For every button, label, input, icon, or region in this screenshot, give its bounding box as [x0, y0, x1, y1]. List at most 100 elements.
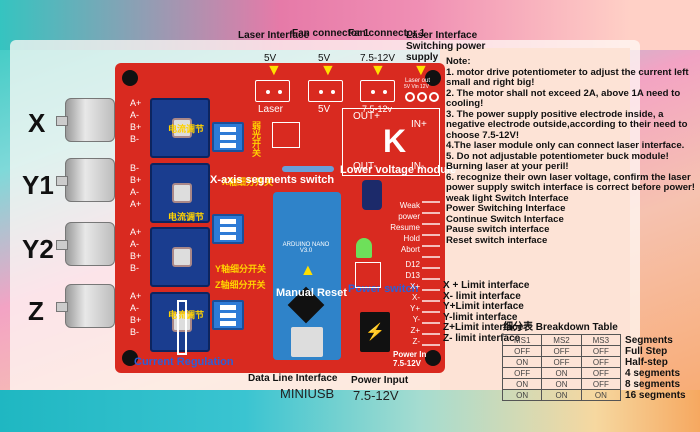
pin-label: B+ — [130, 251, 142, 261]
arrow-icon: ▼ — [370, 62, 386, 79]
driver-pins-y1: B-B+A-A+ — [130, 162, 148, 210]
fan-5v-connector — [308, 80, 343, 102]
pin-label: A- — [130, 110, 139, 120]
pin-label: X+ — [409, 282, 420, 291]
pcb-label-laser: Laser — [258, 104, 284, 115]
arrow-icon: ▼ — [266, 62, 282, 79]
stepper-motor-y2 — [56, 222, 115, 266]
driver-pins-x: A+A-B+B- — [130, 97, 148, 145]
mount-hole — [122, 70, 138, 86]
pcb-label-laser-out: Laser out — [405, 78, 431, 84]
note-line: Note: — [446, 56, 471, 67]
label-miniusb: MINIUSB — [280, 386, 335, 401]
note-line: weak light Switch Interface — [446, 192, 569, 204]
note-line: Power Switching Interface — [446, 203, 566, 214]
table-cell: ON — [541, 389, 582, 401]
stepper-motor-y1 — [56, 158, 115, 202]
white-arrow-icon — [177, 300, 187, 355]
pcb-label-in-minus: IN- — [411, 161, 425, 172]
resistor — [282, 166, 334, 172]
stepper-motor-z — [56, 284, 115, 328]
dip-switch-x[interactable] — [212, 122, 244, 152]
label-z-seg-cn: Z轴细分开关 — [215, 280, 266, 290]
pin-label: A+ — [130, 227, 142, 237]
pin-label: B- — [130, 134, 139, 144]
label-fan1: Fan connector 1 — [292, 28, 370, 39]
pin-label: Z- — [412, 337, 420, 346]
pin-label: A- — [130, 239, 139, 249]
table-cell: OFF — [501, 367, 543, 379]
mount-hole — [425, 70, 441, 86]
laser-out-pin — [417, 92, 427, 102]
label-current-adjust-cn: 电流调节 — [168, 212, 205, 222]
table-cell: OFF — [580, 356, 622, 368]
pin-label: D13 — [405, 271, 420, 280]
capacitor — [362, 180, 382, 210]
breakdown-title: 细分表 Breakdown Table — [503, 322, 618, 333]
note-line: Pause switch interface — [446, 224, 550, 235]
pin-label: A+ — [130, 291, 142, 301]
pin-label: B+ — [130, 175, 142, 185]
pin-label: B- — [130, 263, 139, 273]
power-switch-header[interactable] — [355, 262, 381, 288]
notes-panel: Note: 1. motor drive potentiometer to ad… — [446, 56, 698, 246]
table-cell: OFF — [580, 345, 622, 357]
mount-hole — [122, 350, 138, 366]
dip-switch-z[interactable] — [212, 300, 244, 330]
driver-module-y1 — [150, 163, 210, 223]
label-x-seg: X-axis segments switch — [210, 174, 335, 186]
driver-module-x — [150, 98, 210, 158]
table-cell: ON — [580, 389, 622, 401]
motor-label-z: Z — [28, 296, 44, 326]
pin-header — [422, 200, 440, 350]
limit-label: Y-limit interface — [443, 311, 518, 323]
pin-label: B- — [130, 327, 139, 337]
pin-label: Abort — [400, 245, 420, 254]
pin-label: A- — [130, 303, 139, 313]
label-fan2-voltage: 7.5-12V — [360, 53, 396, 64]
motor-label-x: X — [28, 108, 46, 138]
pcb-label-5v: 5V — [318, 104, 331, 115]
pin-label: D12 — [405, 260, 420, 269]
power-jack[interactable]: ⚡ — [360, 312, 390, 352]
green-led — [356, 238, 372, 258]
table-cell: Half-step — [625, 356, 668, 368]
laser-connector — [255, 80, 290, 102]
pin-label: A+ — [130, 199, 142, 209]
label-laser-switch: Laser Interface Switching power supply — [406, 30, 486, 63]
limit-label: Z- limit interface — [443, 332, 521, 344]
pcb-label-in-plus: IN+ — [411, 119, 427, 130]
label-fan1-voltage: 5V — [318, 53, 331, 64]
arduino-nano: ARDUINO NANO V3.0 — [273, 192, 341, 360]
label-x-seg-cn: X轴细分开关 — [222, 177, 274, 187]
table-cell: 8 segments — [625, 378, 681, 390]
right-pin-labels: Weak power Resume Hold Abort D12 D13 X+ … — [388, 200, 420, 347]
label-power-input: Power Input — [351, 375, 409, 386]
pin-label: A+ — [130, 98, 142, 108]
label-manual-reset: Manual Reset — [276, 287, 347, 299]
limit-label: X- limit interface — [443, 290, 521, 302]
pin-label: Resume — [390, 223, 420, 232]
label-data-line: Data Line Interface — [248, 373, 338, 384]
note-line: 1. motor drive potentiometer to adjust t… — [446, 66, 689, 88]
fan-12v-connector — [360, 80, 395, 102]
table-cell: OFF — [501, 345, 543, 357]
arrow-icon: ▼ — [413, 62, 429, 79]
driver-pins-z: A+A-B+B- — [130, 290, 148, 338]
table-cell: 4 segments — [625, 367, 681, 379]
table-cell: ON — [541, 378, 582, 390]
label-lower-voltage: Lower voltage module — [340, 164, 457, 176]
dip-switch-y[interactable] — [212, 214, 244, 244]
miniusb-port[interactable] — [291, 327, 323, 357]
lower-voltage-module: OUT+ IN+ OUT- IN- K — [342, 108, 440, 176]
limit-label: Z+Limit interface — [443, 322, 524, 333]
table-cell: ON — [501, 389, 543, 401]
label-weak-light-cn: 弱光开关 — [252, 121, 262, 158]
limit-label: X + Limit interface — [443, 280, 530, 291]
